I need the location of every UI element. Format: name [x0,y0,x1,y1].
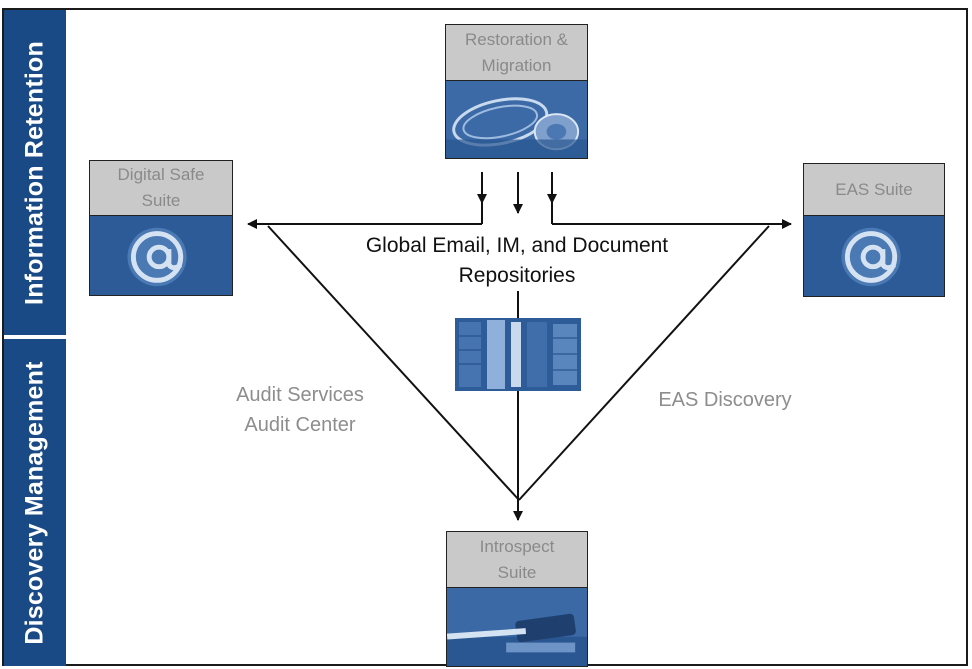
introspect-title-line1: Introspect [479,536,555,556]
restoration-migration-title-line1: Restoration & [465,29,568,49]
digital-safe-suite-header: Digital Safe Suite [90,161,232,216]
right-diagonal-line [518,225,770,501]
eas-suite-header: EAS Suite [804,164,944,216]
eas-suite-at-image [804,216,944,296]
introspect-gavel-image [447,588,587,666]
restoration-migration-image [446,81,587,158]
digital-safe-at-image [90,216,232,295]
introspect-suite-node: Introspect Suite [446,531,588,667]
digital-safe-suite-node: Digital Safe Suite [89,160,233,296]
information-retention-bar: Information Retention [4,10,66,335]
repository-servers-image [455,318,581,391]
digital-safe-title-line1: Digital Safe [117,165,205,184]
restoration-migration-node: Restoration & Migration [445,24,588,159]
introspect-title-line2: Suite [497,562,537,582]
left-diagonal-line [267,225,520,501]
restoration-migration-header: Restoration & Migration [446,25,587,81]
repositories-title: Global Email, IM, and Document Repositor… [352,231,682,291]
introspect-suite-header: Introspect Suite [447,532,587,588]
repositories-title-line1: Global Email, IM, and Document [365,234,669,257]
eas-suite-title: EAS Suite [835,179,913,199]
repositories-title-line2: Repositories [458,264,576,287]
digital-safe-title-line2: Suite [141,191,181,210]
discovery-management-bar: Discovery Management [4,339,66,666]
server-rack-image [455,318,581,391]
restoration-migration-title-line2: Migration [481,55,552,75]
eas-suite-node: EAS Suite [803,163,945,297]
audit-services-text: Audit Services [236,384,364,406]
audit-label: Audit Services Audit Center [220,380,380,440]
audit-center-text: Audit Center [244,414,356,436]
eas-discovery-label: EAS Discovery [658,389,792,411]
